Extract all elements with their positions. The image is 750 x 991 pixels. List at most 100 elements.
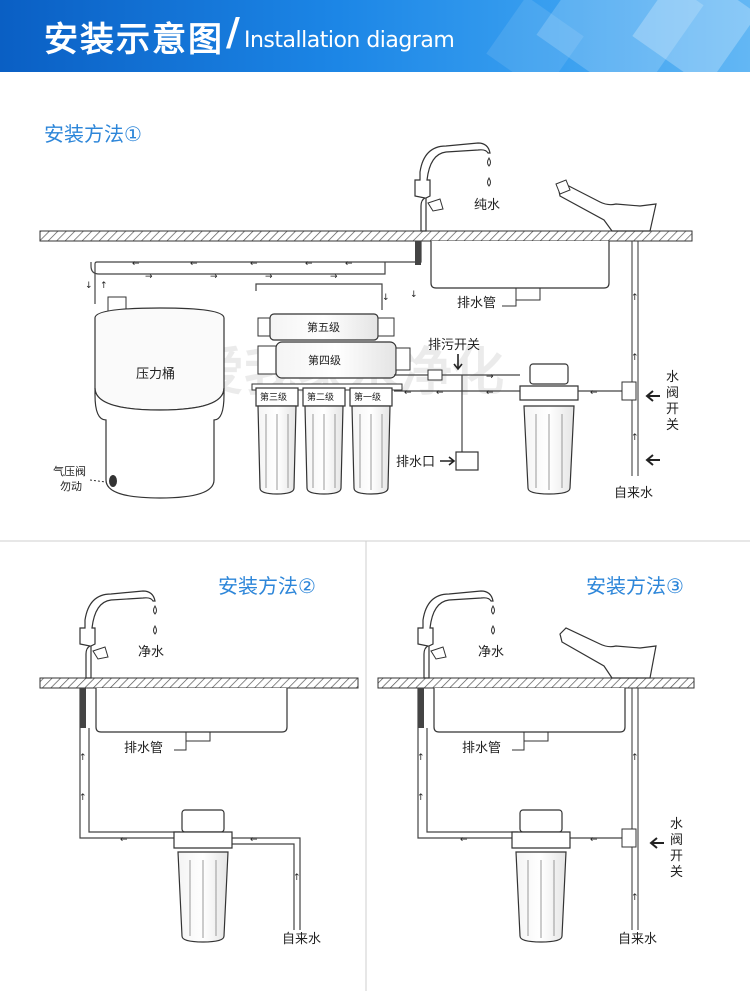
flush-switch-label: 排污开关 [428,338,480,353]
faucet-icon [414,142,491,232]
svg-text:←: ← [590,388,598,398]
arrow-down-icon [453,354,463,371]
svg-text:←: ← [190,259,198,269]
air-valve-warning: 勿动 [60,480,82,493]
svg-text:↓: ↓ [410,290,418,300]
water-drop-icon [491,605,495,615]
svg-text:←: ← [250,835,258,845]
flow-arrows: ←←← → [404,372,494,398]
pipe-insert [418,688,424,728]
countertop [377,677,695,689]
svg-text:↑: ↑ [417,753,425,763]
svg-text:↑: ↑ [631,753,639,763]
supply-pipe [631,688,639,930]
svg-text:↑: ↑ [293,873,301,883]
svg-text:←: ← [404,388,412,398]
supply-pipe [631,241,639,476]
pre-filter [519,363,579,495]
water-drop-icon [487,157,491,167]
faucet-icon [79,590,156,679]
water-valve-label-4: 关 [666,418,679,433]
drain-pipe [515,288,541,301]
svg-text:←: ← [132,259,140,269]
arrow-left-icon [645,454,660,466]
pure-water-pipe [79,688,180,839]
drain-pipe-label: 排水管 [124,741,163,756]
drain-pipe [523,732,549,742]
stage-three-label: 第三级 [260,391,287,403]
arrow-right-icon [440,456,456,466]
pipe-insert [80,688,86,728]
stage-four-filter [257,341,411,379]
svg-text:→: → [210,272,218,282]
svg-text:↑: ↑ [631,893,639,903]
water-valve-label-2: 阀 [666,386,679,401]
svg-text:↑: ↑ [79,793,87,803]
method-1-title: 安装方法① [44,122,142,146]
drain-pipe-label: 排水管 [457,296,496,311]
drain-pipe [185,732,211,742]
svg-text:←: ← [436,388,444,398]
water-drop-icon [487,177,491,187]
svg-text:→: → [145,272,153,282]
flow-arrows: ←←←←← →→→→ ↓↑ ↓↓ [85,259,418,303]
svg-text:←: ← [250,259,258,269]
svg-text:↑: ↑ [631,293,639,303]
kitchen-faucet-icon [559,627,657,679]
water-valve-label-3: 开 [670,849,683,864]
svg-text:↑: ↑ [631,353,639,363]
air-valve-label: 气压阀 [53,464,86,478]
pressure-tank-label: 压力桶 [136,367,175,382]
filter-unit [173,809,233,943]
pure-water-pipe-inner [90,262,386,275]
water-drop-icon [153,625,157,635]
method-3-title: 安装方法③ [586,574,684,598]
water-valve-icon [621,828,637,848]
water-valve-label-1: 水 [670,817,683,832]
svg-text:↑: ↑ [631,433,639,443]
svg-text:↑: ↑ [79,753,87,763]
svg-text:←: ← [305,259,313,269]
svg-text:←: ← [486,388,494,398]
sink-basin [95,688,288,733]
method-2-diagram: 排水管 净水 ↑↑←←↑ 自来水 [39,590,359,947]
tap-water-label: 自来水 [614,486,653,501]
sink-basin [433,688,626,733]
stage-one-label: 第一级 [354,391,381,403]
pure-water-pipe [417,688,518,839]
method-2-title: 安装方法② [218,574,316,598]
svg-text:→: → [330,272,338,282]
svg-text:→: → [265,272,273,282]
svg-text:↓: ↓ [382,293,390,303]
svg-text:←: ← [590,835,598,845]
stage-five-label: 第五级 [307,320,340,334]
flow-arrows: ← [590,388,598,398]
drain-outlet-box [455,451,479,471]
filter-unit [511,809,571,943]
water-valve-label-3: 开 [666,402,679,417]
pipe [255,283,383,310]
water-valve-label-1: 水 [666,370,679,385]
svg-text:↓: ↓ [85,281,93,291]
svg-text:↑: ↑ [417,793,425,803]
arrow-left-icon [649,837,664,849]
drain-pipe-bend [502,300,517,307]
method-3-diagram: 排水管 净水 ↑↑←←↑↑ 水 阀 开 关 自来水 [377,590,695,947]
air-valve-pointer [89,479,107,483]
tap-water-label: 自来水 [282,932,321,947]
kitchen-faucet-handle [555,179,571,195]
pure-water-label: 纯水 [474,198,500,213]
arrow-left-icon [645,390,660,402]
drain-pipe-bend [174,741,187,751]
stage-three-filter [255,387,299,495]
svg-text:←: ← [460,835,468,845]
faucet-icon [417,590,494,679]
page-subtitle: Installation diagram [244,28,455,53]
stage-five-filter [257,313,395,341]
clean-water-label: 净水 [138,645,164,660]
svg-text:←: ← [345,259,353,269]
drain-pipe-label: 排水管 [462,741,501,756]
stage-two-label: 第二级 [307,391,334,403]
header-banner: 安装示意图 / Installation diagram [0,0,750,72]
pressure-tank [94,296,225,499]
